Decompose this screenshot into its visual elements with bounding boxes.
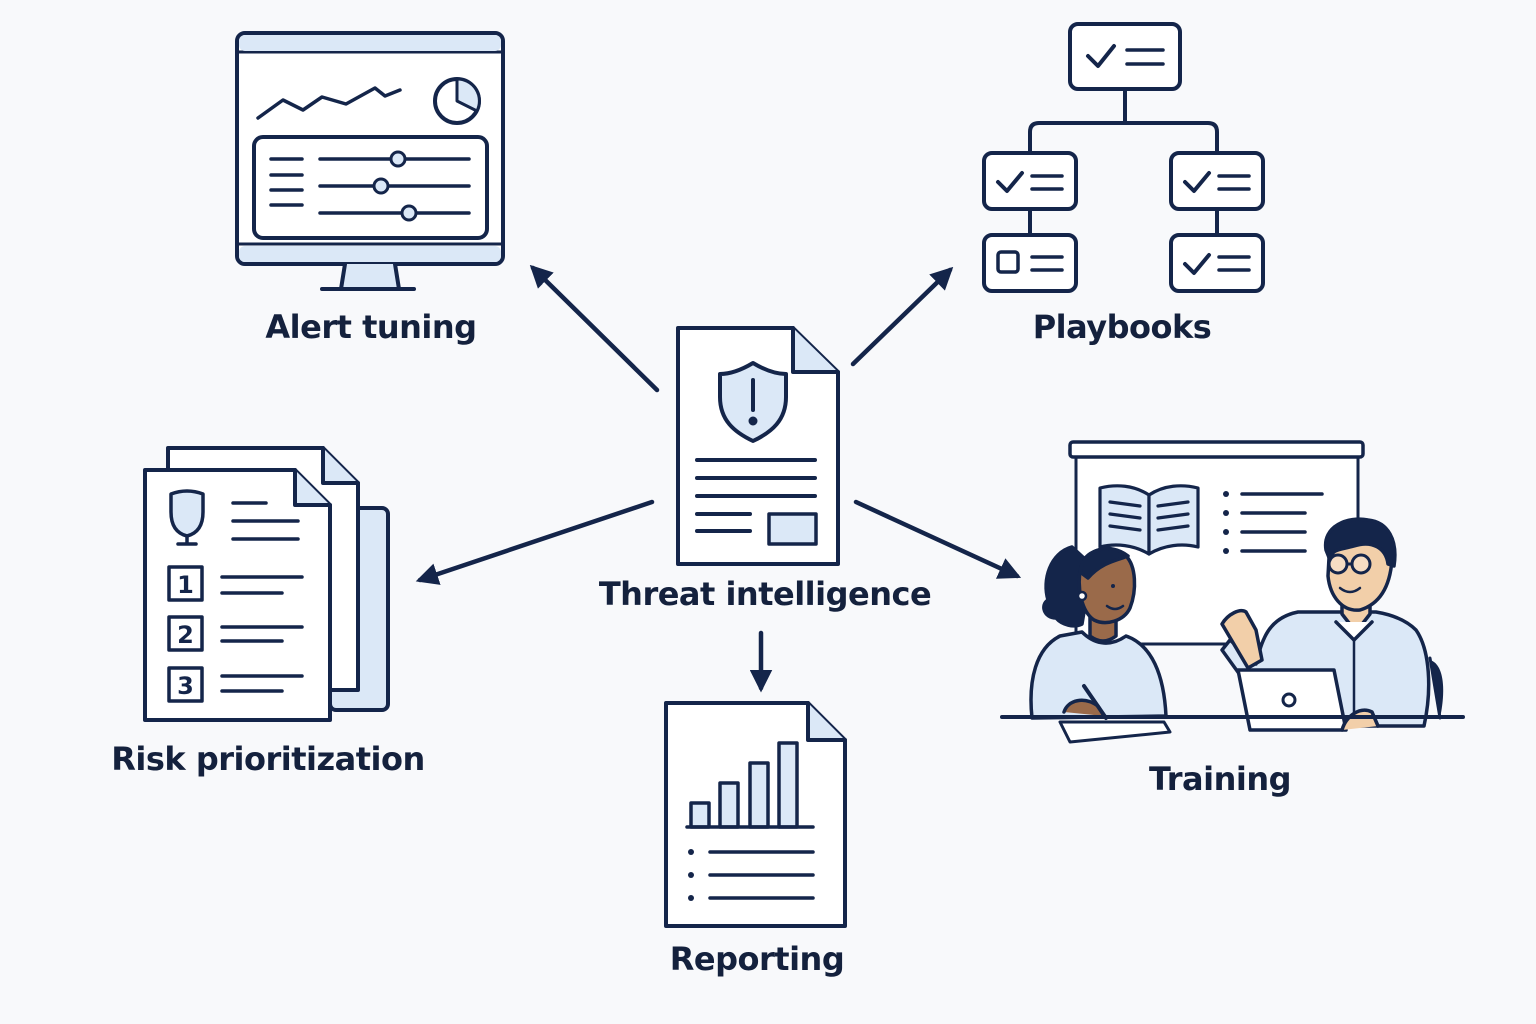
risk-prioritization-label: Risk prioritization (111, 740, 425, 778)
training-label: Training (1148, 760, 1292, 798)
alert-tuning-label: Alert tuning (265, 308, 477, 346)
notebook-icon (1058, 720, 1172, 744)
report-chart-icon (664, 701, 847, 928)
rank-3-text: 3 (177, 672, 194, 700)
rank-box-1 (167, 565, 204, 602)
instructor-man (1220, 517, 1444, 728)
arrow-to-playbooks (850, 266, 954, 367)
threat-intelligence-label: Threat intelligence (598, 575, 932, 613)
reporting-label: Reporting (669, 940, 845, 978)
rank-2-text: 2 (177, 621, 194, 649)
threat-report-shield-icon (676, 326, 840, 566)
arrows (415, 264, 1022, 693)
dashboard-monitor-icon (235, 31, 505, 291)
ranked-documents-icon: 1 2 3 (143, 446, 390, 722)
playbooks-label: Playbooks (1032, 308, 1212, 346)
rank-1-text: 1 (177, 571, 194, 599)
bullet-list-icon (1223, 491, 1324, 554)
rank-box-3 (167, 666, 204, 703)
checklist-flowchart-icon (982, 22, 1265, 293)
trainee-woman (1029, 545, 1168, 720)
arrow-to-alert-tuning (529, 264, 660, 393)
training-session-icon (1000, 440, 1465, 744)
arrow-to-risk-prioritization (415, 499, 655, 585)
open-book-icon (1098, 484, 1200, 556)
rank-box-2 (167, 615, 204, 652)
arrow-to-training (853, 499, 1022, 579)
